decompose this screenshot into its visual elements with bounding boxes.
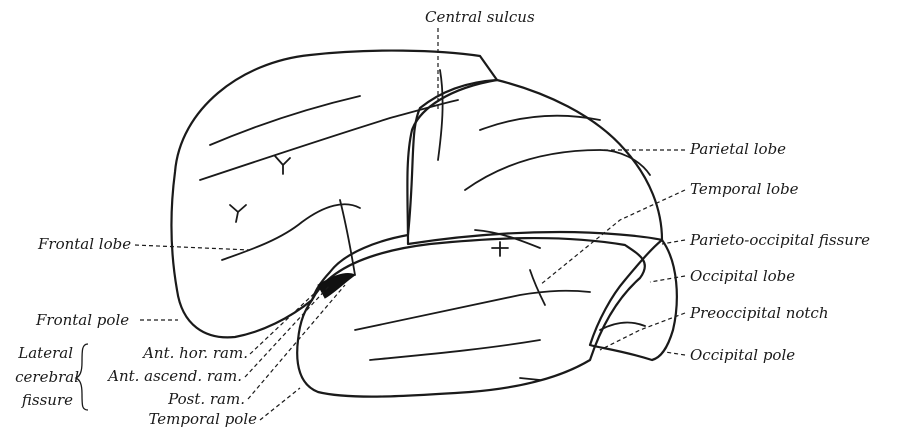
- label-frontal-lobe: Frontal lobe: [37, 235, 131, 253]
- label-temporal-pole: Temporal pole: [148, 410, 257, 428]
- label-ant-ascend-ram: Ant. ascend. ram.: [106, 367, 242, 385]
- lateral-fissure-line-2: cerebral: [15, 368, 79, 386]
- label-preoccipital-notch: Preoccipital notch: [689, 304, 829, 322]
- lateral-fissure-brace: [76, 344, 88, 410]
- sylvian-fissure-junction: [318, 273, 355, 298]
- leader-temporal-lobe: [540, 190, 685, 285]
- leader-occipital-pole: [665, 352, 685, 355]
- temporal-lobe-region: [297, 238, 645, 397]
- label-parietal-lobe: Parietal lobe: [689, 140, 786, 158]
- label-occipital-lobe: Occipital lobe: [690, 267, 795, 285]
- lateral-fissure-line-1: Lateral: [17, 344, 73, 362]
- label-ant-hor-ram: Ant. hor. ram.: [141, 344, 248, 362]
- label-parieto-occipital-fissure: Parieto-occipital fissure: [689, 231, 870, 249]
- parietal-lobe-region: [407, 80, 662, 244]
- label-lateral-cerebral-fissure: Lateral cerebral fissure: [15, 344, 79, 409]
- lateral-fissure-line-3: fissure: [21, 391, 73, 409]
- sulci: [200, 70, 650, 380]
- label-temporal-lobe: Temporal lobe: [690, 180, 799, 198]
- leader-occipital-lobe: [650, 276, 685, 282]
- leader-temporal-pole: [260, 388, 300, 420]
- label-central-sulcus: Central sulcus: [425, 8, 535, 26]
- occipital-lobe-region: [590, 240, 677, 360]
- leader-frontal-lobe: [135, 245, 250, 250]
- frontal-lobe-region: [171, 51, 497, 338]
- label-frontal-pole: Frontal pole: [35, 311, 129, 329]
- label-post-ram: Post. ram.: [167, 390, 245, 408]
- label-occipital-pole: Occipital pole: [690, 346, 795, 364]
- leader-ant-hor-ram: [250, 288, 320, 354]
